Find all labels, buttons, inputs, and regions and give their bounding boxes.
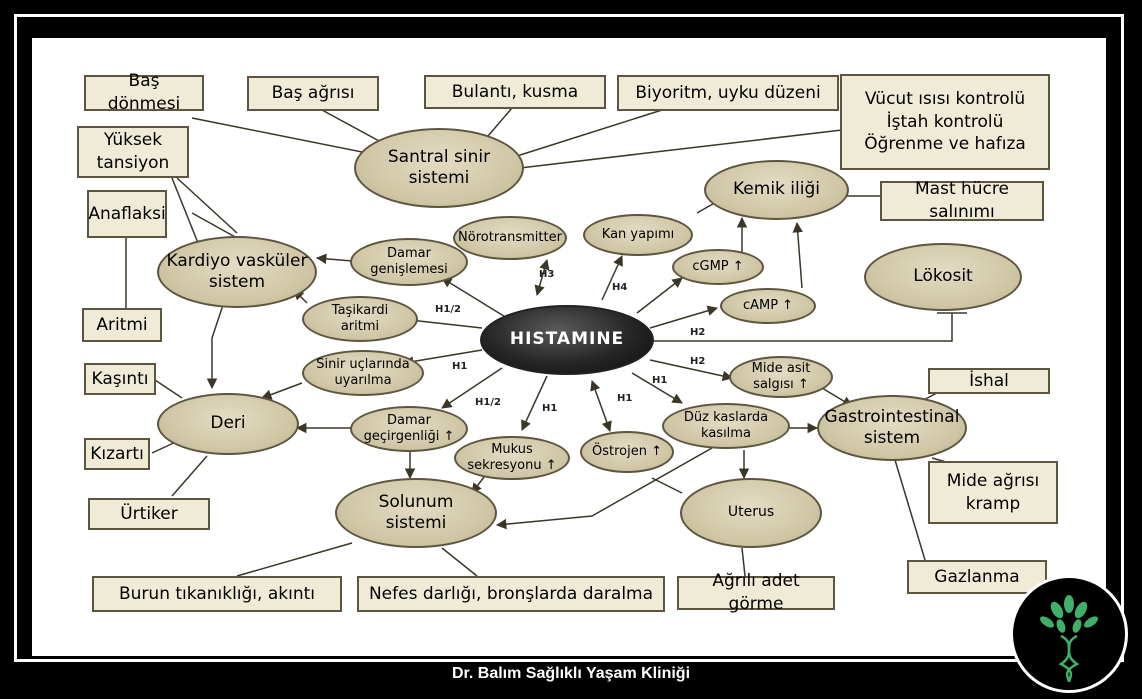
effect-gastric-acid: Mide asit salgısı ↑ (729, 356, 833, 398)
system-leukocyte: Lökosit (864, 243, 1022, 311)
receptor-label-h12-b: H1/2 (475, 397, 501, 408)
system-cns: Santral sinir sistemi (354, 128, 524, 208)
symptom-box-nausea: Bulantı, kusma (424, 75, 606, 109)
receptor-label-h1-c: H1 (617, 393, 633, 404)
connector-lines (125, 107, 968, 577)
effect-neurotransmitter: Nörotransmitter (453, 216, 567, 260)
system-bone-marrow: Kemik iliği (704, 160, 849, 220)
symptom-box-mast-cell: Mast hücre salınımı (880, 179, 1044, 222)
symptom-box-breathing: Nefes darlığı, bronşlarda daralma (357, 576, 665, 612)
effect-hematopoiesis: Kan yapımı (583, 214, 693, 256)
symptom-box-redness: Kızartı (84, 438, 150, 470)
system-cardiovascular: Kardiyo vasküler sistem (157, 236, 317, 308)
receptor-label-h4: H4 (612, 282, 628, 293)
clinic-logo (1010, 575, 1128, 693)
effect-estrogen: Östrojen ↑ (580, 431, 674, 473)
receptor-label-h1-b: H1 (542, 403, 558, 414)
effect-cgmp: cGMP ↑ (672, 249, 764, 285)
system-gastrointestinal: Gastrointestinal sistem (817, 395, 967, 461)
effect-camp: cAMP ↑ (720, 288, 816, 324)
receptor-label-h1-d: H1 (652, 375, 668, 386)
symptom-box-menstrual-pain: Ağrılı adet görme (677, 571, 835, 614)
footer-clinic-name: Dr. Balım Sağlıklı Yaşam Kliniği (451, 665, 691, 682)
diagram-canvas: H3 H4 H1/2 H1 H1/2 H1 H1 H1 H2 H2 Baş dö… (32, 38, 1106, 656)
histamine-center: HISTAMINE (480, 305, 654, 375)
symptom-box-itch: Kaşıntı (84, 363, 156, 395)
system-respiratory: Solunum sistemi (335, 478, 497, 548)
receptor-label-h1-a: H1 (452, 361, 468, 372)
receptor-label-h2-a: H2 (690, 356, 706, 367)
receptor-label-h12-a: H1/2 (435, 304, 461, 315)
symptom-box-bloating: Gazlanma (907, 560, 1047, 594)
effect-nerve-stimulation: Sinir uçlarında uyarılma (302, 350, 424, 396)
symptom-box-anaphylaxis: Anaflaksi (87, 190, 167, 238)
effect-vascular-permeability: Damar geçirgenliği ↑ (350, 406, 468, 452)
effect-vasodilation: Damar genişlemesi (350, 238, 468, 286)
receptor-label-h2-b: H2 (690, 327, 706, 338)
symptom-box-stomach-pain: Mide ağrısı kramp (928, 461, 1058, 524)
symptom-box-arrhythmia: Aritmi (82, 308, 162, 342)
system-skin: Deri (157, 393, 299, 455)
receptor-label-h3: H3 (539, 269, 555, 280)
effect-mucus-secretion: Mukus sekresyonu ↑ (454, 436, 570, 480)
symptom-box-nasal: Burun tıkanıklığı, akıntı (92, 576, 342, 612)
symptom-box-dizziness: Baş dönmesi (84, 71, 204, 114)
page-frame (14, 14, 1124, 662)
effect-smooth-muscle: Düz kaslarda kasılma (662, 403, 790, 449)
system-uterus: Uterus (680, 478, 822, 548)
symptom-box-body-control: Vücut ısısı kontrolü İştah kontrolü Öğre… (840, 74, 1050, 170)
symptom-box-headache: Baş ağrısı (247, 76, 379, 111)
symptom-box-urticaria: Ürtiker (88, 498, 210, 530)
symptom-box-diarrhea: İshal (928, 368, 1050, 394)
effect-tachycardia: Taşikardi aritmi (302, 296, 418, 342)
symptom-box-hypertension: Yüksek tansiyon (77, 126, 189, 178)
symptom-box-biorhythm: Biyoritm, uyku düzeni (617, 75, 839, 111)
